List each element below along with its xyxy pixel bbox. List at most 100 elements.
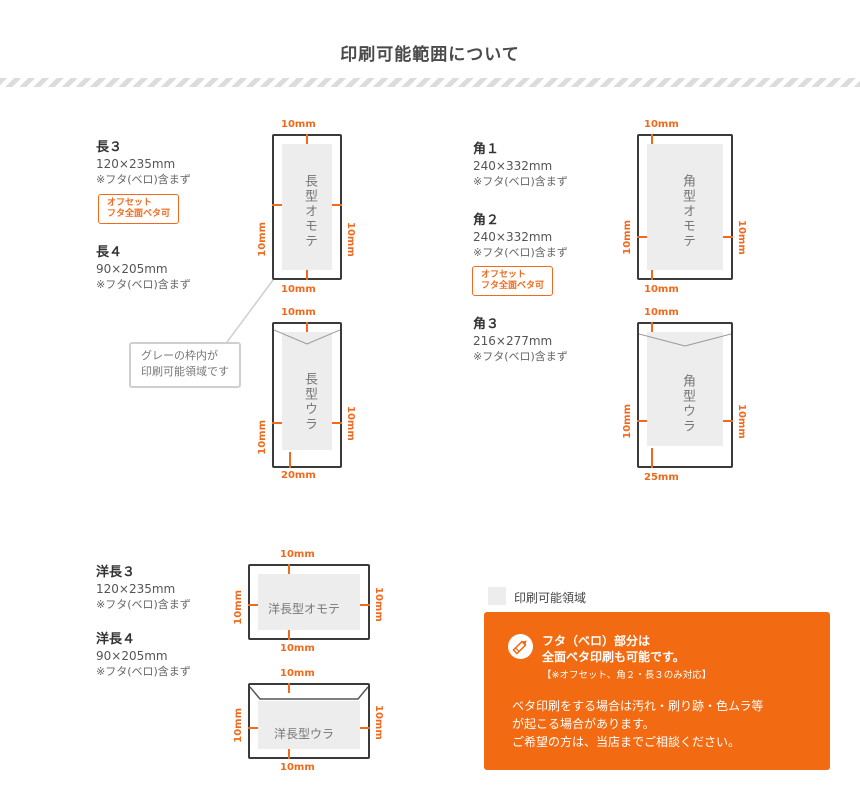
margin-right: 10mm — [373, 705, 384, 740]
margin-left: 10mm — [622, 220, 633, 255]
margin-tick — [637, 420, 647, 422]
margin-tick — [651, 270, 653, 280]
spec-size: 240×332mm — [473, 159, 553, 173]
envelope-label: 角型ウラ — [680, 374, 695, 434]
margin-right: 10mm — [736, 220, 747, 255]
margin-bottom: 10mm — [280, 643, 315, 654]
margin-left: 10mm — [233, 590, 244, 625]
spec-size: 216×277mm — [473, 334, 553, 348]
spec-note: ※フタ(ベロ)含まず — [96, 278, 191, 291]
margin-bottom: 20mm — [281, 470, 316, 481]
spec-note: ※フタ(ベロ)含まず — [96, 598, 191, 611]
spec-kaku1: 角１ 240×332mm ※フタ(ベロ)含まず — [473, 142, 568, 190]
envelope-naga-back: 長型ウラ — [272, 322, 342, 468]
envelope-kaku-front: 角型オモテ — [637, 134, 733, 280]
callout-line: 印刷可能領域です — [141, 365, 229, 378]
spec-kaku3: 角３ 216×277mm ※フタ(ベロ)含まず — [473, 317, 568, 365]
info-heading: 全面ベタ印刷も可能です。 — [542, 650, 685, 664]
margin-tick — [651, 134, 653, 144]
margin-tick — [360, 727, 370, 729]
spec-kaku2: 角２ 240×332mm ※フタ(ベロ)含まず — [473, 213, 568, 261]
envelope-label: 洋長型オモテ — [268, 602, 341, 616]
spec-name: 洋長３ — [96, 565, 136, 580]
margin-tick — [360, 604, 370, 606]
margin-right: 10mm — [736, 404, 747, 439]
flap-line — [274, 329, 340, 345]
envelope-label: 長型ウラ — [302, 372, 317, 432]
margin-right: 10mm — [345, 406, 356, 441]
info-body: ベタ印刷をする場合は汚れ・刷り跡・色ムラ等 が起こる場合があります。 ご希望の方… — [512, 697, 822, 751]
spec-size: 120×235mm — [96, 157, 176, 171]
margin-tick — [723, 420, 733, 422]
spec-name: 長３ — [96, 140, 123, 155]
hatched-divider — [0, 78, 860, 87]
margin-tick — [272, 204, 282, 206]
margin-top: 10mm — [281, 119, 316, 130]
badge-line: フタ全面ベタ可 — [481, 281, 545, 291]
margin-tick — [332, 204, 342, 206]
badge-line: オフセット — [481, 270, 527, 280]
margin-tick — [306, 270, 308, 280]
margin-tick — [723, 236, 733, 238]
flap-line — [250, 686, 368, 700]
info-body-line: が起こる場合があります。 — [512, 717, 655, 731]
print-area — [258, 574, 360, 630]
spec-naga4: 長４ 90×205mm ※フタ(ベロ)含まず — [96, 245, 191, 293]
envelope-younaga-back: 洋長型ウラ — [248, 683, 370, 759]
margin-tick — [288, 630, 290, 640]
spec-note: ※フタ(ベロ)含まず — [473, 350, 568, 363]
page-title: 印刷可能範囲について — [340, 45, 520, 65]
margin-top: 10mm — [280, 668, 315, 679]
margin-left: 10mm — [257, 420, 268, 455]
spec-name: 洋長４ — [96, 632, 136, 647]
info-heading: フタ（ベロ）部分は — [542, 634, 651, 648]
envelope-naga-front: 長型オモテ — [272, 134, 342, 280]
legend-swatch — [488, 587, 506, 605]
margin-tick — [288, 564, 290, 574]
margin-tick — [637, 236, 647, 238]
margin-tick — [332, 422, 342, 424]
spec-name: 長４ — [96, 245, 123, 260]
margin-top: 10mm — [280, 549, 315, 560]
info-body-line: ご希望の方は、当店までご相談ください。 — [512, 735, 741, 749]
flap-line — [639, 333, 731, 347]
print-area — [647, 144, 723, 270]
spec-naga3: 長３ 120×235mm ※フタ(ベロ)含まず — [96, 140, 191, 188]
print-area — [282, 144, 332, 270]
margin-top: 10mm — [281, 307, 316, 318]
margin-tick — [651, 322, 653, 332]
spec-note: ※フタ(ベロ)含まず — [473, 175, 568, 188]
info-body-line: ベタ印刷をする場合は汚れ・刷り跡・色ムラ等 — [512, 699, 764, 713]
margin-tick — [248, 604, 258, 606]
margin-tick — [288, 683, 290, 693]
margin-bottom: 25mm — [644, 472, 679, 483]
spec-size: 90×205mm — [96, 262, 168, 276]
margin-tick — [248, 727, 258, 729]
spec-note: ※フタ(ベロ)含まず — [473, 246, 568, 259]
spec-size: 90×205mm — [96, 649, 168, 663]
spec-note: ※フタ(ベロ)含まず — [96, 173, 191, 186]
margin-top: 10mm — [644, 307, 679, 318]
info-note: 【※オフセット、角２・長３のみ対応】 — [542, 670, 712, 681]
legend-label: 印刷可能領域 — [514, 591, 587, 605]
margin-tick — [306, 322, 308, 332]
margin-right: 10mm — [345, 222, 356, 257]
print-area-callout: グレーの枠内が 印刷可能領域です — [129, 342, 241, 388]
margin-bottom: 10mm — [644, 284, 679, 295]
margin-right: 10mm — [373, 587, 384, 622]
envelope-label: 長型オモテ — [302, 174, 317, 249]
offset-badge: オフセット フタ全面ベタ可 — [98, 194, 180, 224]
spec-name: 角１ — [473, 142, 500, 157]
print-area — [282, 332, 332, 450]
pencil-icon — [508, 634, 533, 659]
badge-line: フタ全面ベタ可 — [107, 209, 171, 219]
offset-badge: オフセット フタ全面ベタ可 — [472, 266, 554, 296]
spec-name: 角２ — [473, 213, 500, 228]
spec-younaga3: 洋長３ 120×235mm ※フタ(ベロ)含まず — [96, 565, 191, 613]
margin-top: 10mm — [644, 119, 679, 130]
envelope-younaga-front: 洋長型オモテ — [248, 564, 370, 640]
margin-tick — [289, 452, 291, 468]
margin-left: 10mm — [233, 708, 244, 743]
margin-bottom: 10mm — [280, 762, 315, 773]
spec-younaga4: 洋長４ 90×205mm ※フタ(ベロ)含まず — [96, 632, 191, 680]
